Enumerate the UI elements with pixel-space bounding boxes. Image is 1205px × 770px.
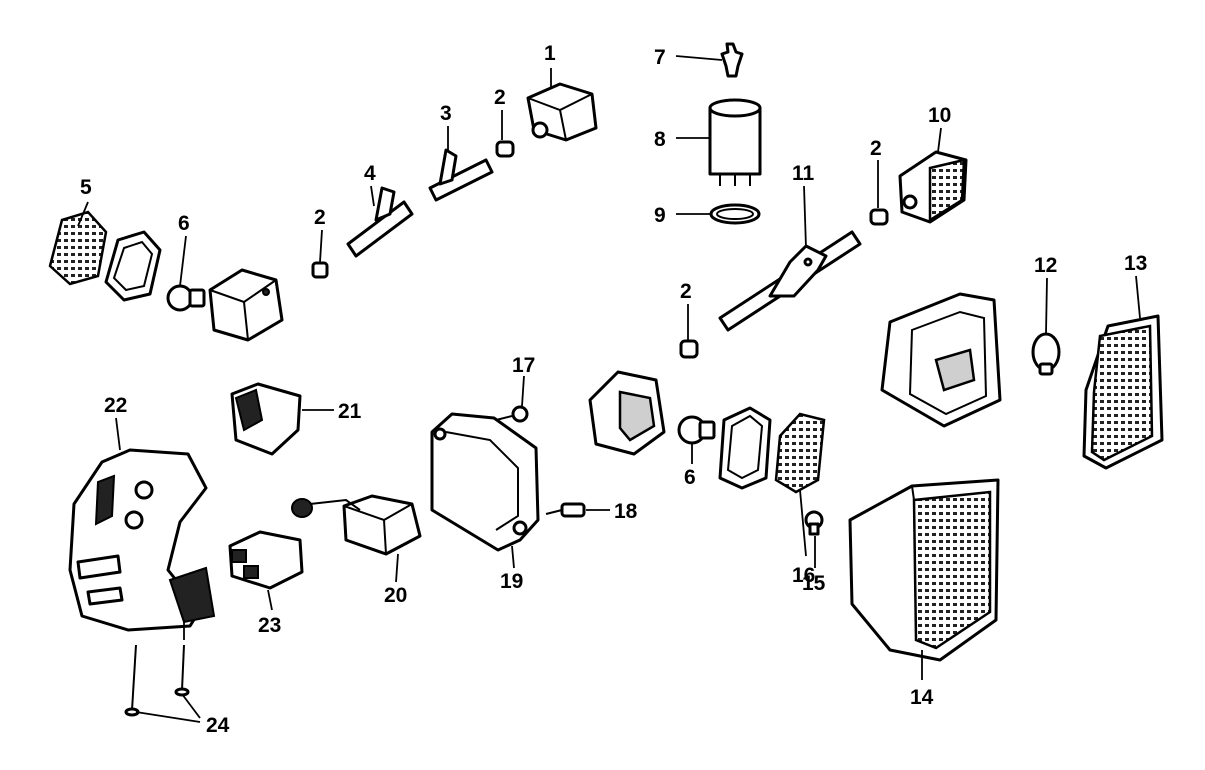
part-4-bracket-tube <box>346 186 414 258</box>
leader-lines <box>77 55 1141 723</box>
part-2-nut-b <box>311 261 329 279</box>
part-17-screw <box>495 405 529 423</box>
right-lamp-housing <box>588 370 666 456</box>
callout-4: 4 <box>364 162 376 185</box>
part-10-lamp <box>898 150 968 224</box>
callout-7: 7 <box>654 46 666 69</box>
callout-2-a: 2 <box>494 86 506 109</box>
callout-23: 23 <box>258 614 281 637</box>
callout-6-b: 6 <box>684 466 696 489</box>
callout-13: 13 <box>1124 252 1147 275</box>
callout-22: 22 <box>104 394 127 417</box>
part-20-switch <box>291 494 422 556</box>
part-7-plug <box>720 42 744 78</box>
callout-2-d: 2 <box>680 280 692 303</box>
part-2-nut-d <box>679 339 699 359</box>
left-lamp-body <box>208 268 284 342</box>
tail-lamp-frame <box>880 292 1002 428</box>
part-21-rocker-switch <box>230 382 302 456</box>
part-12-bulb <box>1031 332 1061 376</box>
callout-1: 1 <box>544 42 556 65</box>
part-9-o-ring <box>709 203 761 225</box>
callout-12: 12 <box>1034 254 1057 277</box>
part-24-screw-b <box>174 644 190 697</box>
part-24-screw-a <box>124 644 140 717</box>
part-11-bracket-rod <box>718 230 862 332</box>
part-5-lens <box>48 210 108 286</box>
callout-19: 19 <box>500 570 523 593</box>
callout-9: 9 <box>654 204 666 227</box>
part-19-switch-housing <box>430 412 540 552</box>
callout-2-c: 2 <box>870 137 882 160</box>
part-8-flasher-canister <box>708 98 762 186</box>
part-14-tail-lamp <box>848 478 1000 662</box>
callout-11: 11 <box>792 162 815 185</box>
part-1-lamp-housing <box>526 82 598 142</box>
part-2-nut-a <box>495 140 515 158</box>
callout-8: 8 <box>654 128 666 151</box>
callout-14: 14 <box>910 686 934 709</box>
part-6-bulb-a <box>166 284 206 312</box>
callout-3: 3 <box>440 102 452 125</box>
callout-16: 16 <box>792 564 815 587</box>
part-23-connector <box>228 530 304 590</box>
part-16-gasket <box>718 406 772 490</box>
part-22-switch-housing <box>68 448 216 632</box>
part-16-lens <box>774 412 826 494</box>
part-13-tail-lens <box>1082 314 1164 470</box>
part-5-gasket <box>104 230 162 302</box>
callout-21: 21 <box>338 400 362 423</box>
part-18-screw <box>545 502 586 518</box>
callout-17: 17 <box>512 354 535 377</box>
callout-labels: 1 2 2 2 2 3 4 5 6 6 7 8 9 10 11 12 13 14… <box>80 42 1147 737</box>
callout-6-a: 6 <box>178 212 190 235</box>
callout-2-b: 2 <box>314 206 326 229</box>
part-3-bracket-tube <box>428 148 494 202</box>
callout-5: 5 <box>80 176 92 199</box>
part-6-bulb-b <box>677 415 716 445</box>
callout-18: 18 <box>614 500 638 523</box>
part-15-screw <box>804 510 824 536</box>
callout-24: 24 <box>206 714 230 737</box>
part-2-nut-c <box>869 208 889 226</box>
callout-15: 15 <box>802 572 826 595</box>
callout-10: 10 <box>928 104 951 127</box>
callout-20: 20 <box>384 584 407 607</box>
